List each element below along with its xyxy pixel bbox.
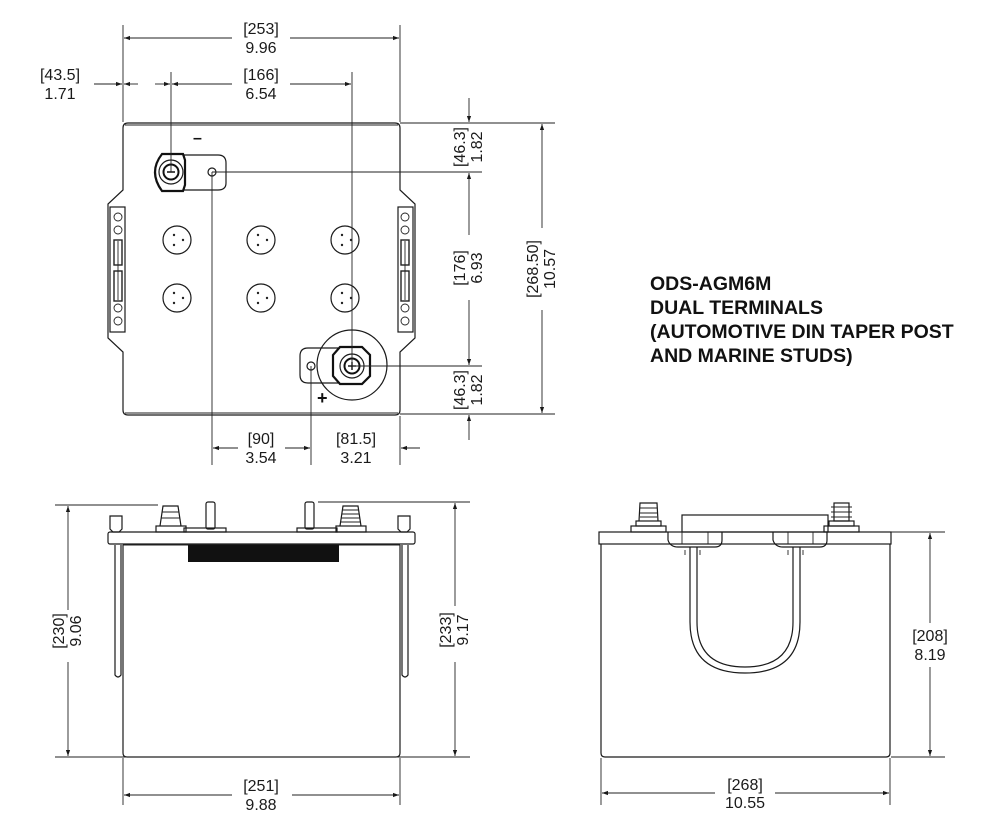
extension-lines	[122, 25, 555, 465]
svg-text:[166]: [166]	[243, 67, 279, 84]
svg-text:[43.5]: [43.5]	[40, 67, 80, 84]
dim-overall-width: [253] 9.96	[243, 21, 279, 57]
svg-text:[176]: [176]	[452, 250, 469, 286]
dim-terminal-spacing: [166] 6.54	[243, 67, 279, 103]
negative-terminal	[153, 152, 227, 193]
model-title-block: ODS-AGM6M DUAL TERMINALS (AUTOMOTIVE DIN…	[650, 272, 954, 368]
dim-neg-to-pos-stud: [90] 3.54	[245, 431, 276, 467]
svg-text:9.88: 9.88	[245, 797, 276, 814]
top-view: – +	[40, 21, 559, 467]
svg-text:[251]: [251]	[243, 778, 279, 795]
svg-text:9.96: 9.96	[245, 40, 276, 57]
negative-symbol: –	[193, 130, 202, 147]
svg-text:10.55: 10.55	[725, 795, 765, 812]
dim-front-base-width: [251] 9.88	[243, 778, 279, 814]
svg-text:9.17: 9.17	[455, 614, 472, 645]
svg-text:1.71: 1.71	[44, 86, 75, 103]
dim-front-overall-height: [233] 9.17	[438, 612, 472, 648]
svg-text:[233]: [233]	[438, 612, 455, 648]
dim-front-case-height: [230] 9.06	[51, 613, 85, 649]
svg-text:[230]: [230]	[51, 613, 68, 649]
side-view-case	[600, 544, 891, 758]
svg-text:10.57: 10.57	[542, 249, 559, 289]
front-neg-post	[155, 505, 187, 533]
side-din-post	[630, 502, 667, 533]
front-view: [230] 9.06 [233] 9.17 [251] 9.88	[51, 501, 472, 814]
right-handle	[397, 206, 414, 333]
left-handle	[109, 206, 126, 333]
svg-text:[268.50]: [268.50]	[525, 240, 542, 298]
model-description-line-1: (AUTOMOTIVE DIN TAPER POST	[650, 321, 954, 343]
dim-bottom-terminal-offset: [46.3] 1.82	[452, 370, 486, 410]
model-subtitle: DUAL TERMINALS	[650, 297, 823, 319]
svg-text:3.21: 3.21	[340, 450, 371, 467]
dim-vertical-terminal-spacing: [176] 6.93	[452, 250, 486, 286]
u-handle	[689, 547, 801, 674]
positive-symbol: +	[317, 388, 328, 408]
dim-neg-terminal-offset: [43.5] 1.71	[40, 67, 80, 103]
svg-text:[90]: [90]	[248, 431, 275, 448]
dim-side-case-height: [208] 8.19	[912, 628, 948, 664]
svg-text:[253]: [253]	[243, 21, 279, 38]
svg-text:6.93: 6.93	[469, 252, 486, 283]
svg-text:[46.3]: [46.3]	[452, 370, 469, 410]
model-name: ODS-AGM6M	[650, 273, 772, 295]
vent-caps	[162, 225, 360, 313]
svg-text:[46.3]: [46.3]	[452, 127, 469, 167]
svg-text:6.54: 6.54	[245, 86, 276, 103]
svg-text:3.54: 3.54	[245, 450, 276, 467]
dim-top-terminal-offset: [46.3] 1.82	[452, 127, 486, 167]
dim-overall-length: [268.50] 10.57	[525, 240, 559, 298]
side-marine-stud	[823, 502, 860, 533]
svg-text:[268]: [268]	[727, 777, 763, 794]
model-description-line-2: AND MARINE STUDS)	[650, 345, 853, 367]
dim-side-overall-length: [268] 10.55	[725, 777, 765, 812]
svg-text:8.19: 8.19	[914, 647, 945, 664]
label-strip	[188, 545, 339, 562]
front-pos-post	[335, 505, 367, 533]
svg-text:[208]: [208]	[912, 628, 948, 645]
svg-text:1.82: 1.82	[469, 131, 486, 162]
top-view-case-outline	[107, 122, 416, 416]
side-view: [208] 8.19 [268] 10.55	[598, 502, 948, 812]
svg-text:[81.5]: [81.5]	[336, 431, 376, 448]
positive-terminal	[299, 329, 388, 401]
front-view-case	[122, 545, 401, 758]
svg-text:1.82: 1.82	[469, 374, 486, 405]
dim-pos-terminal-to-edge: [81.5] 3.21	[336, 431, 376, 467]
svg-text:9.06: 9.06	[68, 615, 85, 646]
